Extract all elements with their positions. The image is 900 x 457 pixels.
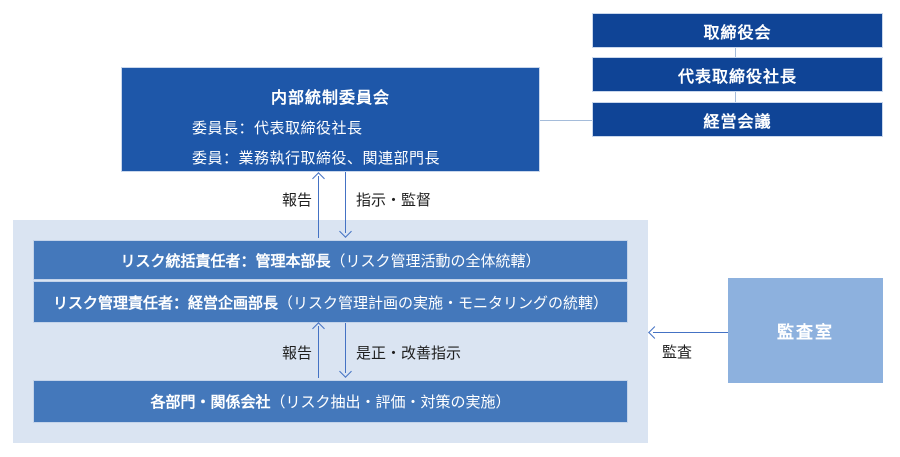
upper-direct-arrow-line [345, 172, 346, 233]
box-audit-office-label: 監査室 [777, 323, 834, 342]
bar-departments-desc: （リスク抽出・評価・対策の実施） [270, 394, 511, 411]
bar-risk-manager-title: リスク管理責任者：経営企画部長 [52, 294, 278, 312]
audit-label: 監査 [662, 344, 693, 361]
upper-report-label: 報告 [281, 192, 312, 209]
bar-risk-supervisor-title: リスク統括責任者：管理本部長 [120, 252, 331, 270]
lower-correct-arrow-line [345, 323, 346, 373]
box-board-of-directors-label: 取締役会 [703, 24, 772, 42]
upper-report-arrowhead-icon [312, 172, 325, 185]
bar-risk-supervisor-desc: （リスク管理活動の全体統轄） [330, 252, 541, 270]
box-internal-control-committee: 内部統制委員会 委員長：代表取締役社長 委員：業務執行取締役、関連部門長 [121, 67, 540, 172]
box-president: 代表取締役社長 [592, 57, 883, 92]
box-president-label: 代表取締役社長 [677, 68, 797, 86]
committee-title: 内部統制委員会 [270, 90, 390, 107]
bar-risk-manager-desc: （リスク管理計画の実施・モニタリングの統轄） [278, 294, 609, 312]
bar-departments-title: 各部門・関係会社 [150, 394, 271, 411]
box-management-meeting-label: 経営会議 [703, 113, 772, 131]
lower-report-label: 報告 [281, 345, 312, 362]
lower-report-arrow-line [318, 326, 319, 378]
committee-chair-line: 委員長：代表取締役社長 [192, 120, 363, 137]
connector-committee-meeting [540, 120, 592, 121]
committee-members-line: 委員：業務執行取締役、関連部門長 [192, 150, 441, 167]
audit-arrowhead-icon [648, 326, 661, 339]
bar-risk-supervisor: リスク統括責任者：管理本部長（リスク管理活動の全体統轄） [33, 240, 628, 280]
connector-board-president [735, 48, 736, 57]
connector-president-meeting [735, 92, 736, 102]
bar-risk-manager: リスク管理責任者：経営企画部長（リスク管理計画の実施・モニタリングの統轄） [33, 281, 628, 323]
box-board-of-directors: 取締役会 [592, 13, 883, 48]
audit-arrow-line [653, 332, 728, 333]
box-management-meeting: 経営会議 [592, 102, 883, 137]
upper-direct-label: 指示・監督 [356, 192, 432, 209]
box-audit-office: 監査室 [728, 278, 883, 383]
bar-departments: 各部門・関係会社（リスク抽出・評価・対策の実施） [33, 380, 628, 423]
lower-correct-label: 是正・改善指示 [356, 345, 462, 362]
upper-report-arrow-line [318, 176, 319, 238]
